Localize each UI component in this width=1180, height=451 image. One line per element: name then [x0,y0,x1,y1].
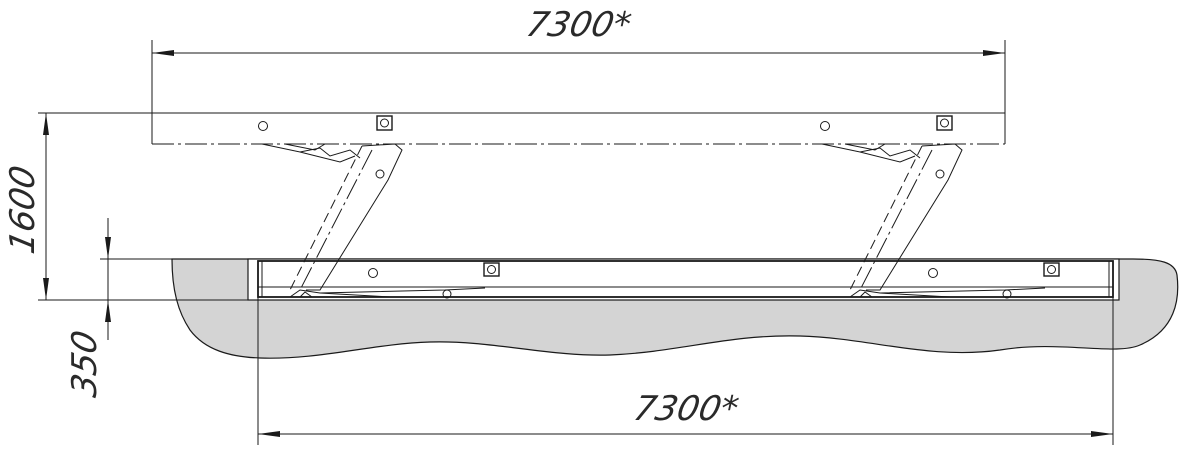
pivot-hole-icon [928,268,938,278]
scissor-arms [289,143,963,291]
bolt-square-icon [1043,262,1060,277]
pivot-hole-icon [820,121,830,131]
pivot-hole-icon [258,121,268,131]
arm-pivot-icon [375,169,385,179]
ground-section [171,258,1179,359]
dimension-label-depth: 350 [65,327,105,400]
dimension-label-height: 1600 [3,162,43,257]
lower-frame [257,260,1114,299]
bolt-square-icon [483,262,500,277]
upper-platform [151,112,1006,163]
dimension-bottom-length: 7300* [257,297,1114,445]
dimension-label-top: 7300* [523,5,635,45]
pit-recess [247,258,1120,301]
dimension-label-bottom: 7300* [630,389,742,429]
dimension-pit-depth: 350 [65,218,172,400]
bolt-square-icon [376,115,393,131]
bolt-square-icon [936,115,953,131]
dimension-lift-height: 1600 [3,112,258,301]
dimension-top-length: 7300* [151,5,1006,113]
pivot-hole-icon [368,268,378,278]
arm-pivot-icon [935,169,945,179]
lower-frame-outline [257,260,1114,298]
